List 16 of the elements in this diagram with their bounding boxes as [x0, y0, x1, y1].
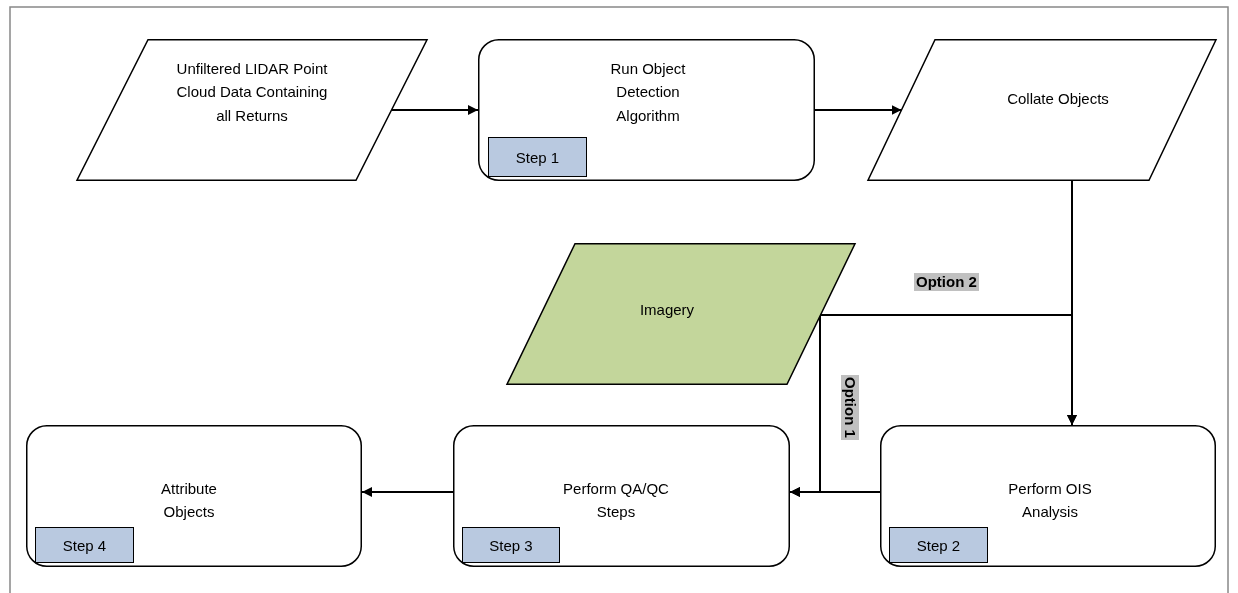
node-text: Attribute Objects — [160, 479, 218, 523]
node-text: Imagery — [638, 300, 696, 320]
step-label: Step 1 — [488, 137, 587, 177]
arrow — [361, 487, 454, 497]
step-label: Step 4 — [35, 527, 134, 563]
node-text: Collate Objects — [1006, 89, 1110, 109]
node-text: Unfiltered LIDAR Point Cloud Data Containing all Returns — [175, 59, 329, 126]
edge-label: Option 1 — [841, 375, 859, 440]
node-text: Perform QA/QC Steps — [562, 479, 670, 523]
step-label: Step 2 — [889, 527, 988, 563]
arrow — [789, 487, 881, 497]
node-text: Run Object Detection Algorithm — [609, 59, 687, 126]
node-text: Perform OIS Analysis — [1007, 479, 1093, 523]
step-label: Step 3 — [462, 527, 560, 563]
arrow — [814, 105, 903, 115]
edge-label: Option 2 — [914, 273, 979, 291]
